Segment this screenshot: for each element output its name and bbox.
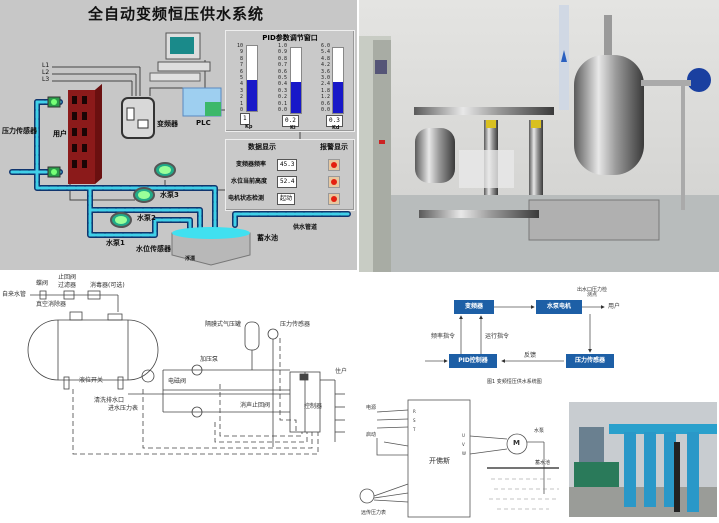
ki-slider[interactable] <box>290 47 302 114</box>
pid-controller-block: PID控制器 <box>449 354 497 368</box>
pump2-label: 水泵2 <box>137 214 156 222</box>
pump-motor-block: 水泵电机 <box>536 300 582 314</box>
kp-value[interactable]: 1 <box>240 113 250 125</box>
float-label: 浮漂 <box>185 256 196 262</box>
water-level-label: 水位当前高度 <box>231 178 268 185</box>
user-label: 用户 <box>608 303 621 310</box>
drain-label: 清洗排水口 <box>94 397 125 404</box>
control-diagrams: 变频器 水泵电机 压力传感器 PID控制器 用户 出水口压力检测点 频率指令 运… <box>359 274 719 523</box>
pump-room-photo <box>569 402 717 517</box>
gauge-fill <box>291 81 301 113</box>
scada-panel: 全自动变频恒压供水系统 <box>0 0 357 270</box>
motor-label: M <box>513 439 520 447</box>
household-label: 住户 <box>335 368 348 375</box>
valve-icon <box>47 96 61 108</box>
user-label: 用户 <box>53 130 67 138</box>
line-label: L1 <box>42 62 50 69</box>
booster-pump-label: 加压泵 <box>200 356 219 363</box>
feedback-label: 反馈 <box>524 352 537 359</box>
inverter-block: 变频器 <box>454 300 494 314</box>
data-display-panel: 数据显示 报警显示 变频器频率 45.3 水位当前高度 52.4 电机状态检测 … <box>225 139 355 211</box>
pump3-label: 水泵3 <box>160 191 179 199</box>
line-label: L2 <box>42 69 50 76</box>
alarm-indicator-icon <box>328 159 340 171</box>
frequency-command-label: 频率指令 <box>431 333 456 340</box>
inverter-frequency-label: 变频器频率 <box>236 161 267 168</box>
valve-icon <box>47 166 61 178</box>
gauge-fill <box>247 79 257 111</box>
level-switch-label: 液位开关 <box>79 377 104 384</box>
ki-label: Ki <box>290 125 296 131</box>
reservoir-icon <box>171 227 251 266</box>
start-label: 启动 <box>366 432 377 438</box>
scada-drawing <box>9 32 351 266</box>
pressure-sensor-label: 压力传感器 <box>2 127 37 135</box>
remote-gauge-label: 远传压力表 <box>361 510 387 516</box>
controller-label: 控制器 <box>304 403 323 410</box>
filter-label: 过滤器 <box>58 282 77 289</box>
check-valve-label: 止回阀 <box>58 274 77 281</box>
alarm-indicator-icon <box>328 193 340 205</box>
inverter-frequency-value: 45.3 <box>277 159 298 171</box>
schematic-drawing <box>27 290 345 455</box>
pressure-sensor-block: 压力传感器 <box>566 354 614 368</box>
kp-slider[interactable] <box>246 45 258 112</box>
pool-label: 蓄水池 <box>535 460 551 466</box>
run-command-label: 运行指令 <box>485 333 510 340</box>
equipment-photo <box>359 0 719 272</box>
plc-label: PLC <box>196 119 211 127</box>
building-icon <box>68 84 102 184</box>
data-display-title: 数据显示 <box>248 143 276 151</box>
pump-icon <box>154 162 176 178</box>
kd-label: Kd <box>332 125 340 131</box>
reservoir-label: 蓄水池 <box>257 234 278 242</box>
kd-slider[interactable] <box>332 47 344 114</box>
pump-icon <box>133 187 155 203</box>
power-label: 电源 <box>366 405 377 411</box>
plc-icon <box>182 87 222 117</box>
computer-icon <box>149 32 211 82</box>
diaphragm-tank-label: 隔膜式气压罐 <box>205 321 242 328</box>
motor-status-label: 电机状态检测 <box>228 195 265 202</box>
silent-check-valve-label: 消声止回阀 <box>240 402 271 409</box>
vacuum-eliminator-label: 真空消除器 <box>36 301 67 308</box>
supply-pipe-label: 供水管道 <box>293 224 318 231</box>
solenoid-valve-label: 电磁阀 <box>168 378 187 385</box>
inverter-icon <box>121 97 155 139</box>
sterilizer-label: 消毒器(可选) <box>90 282 125 289</box>
pump1-label: 水泵1 <box>106 239 125 247</box>
water-level-value: 52.4 <box>277 176 298 188</box>
tap-water-label: 自来水管 <box>2 291 27 298</box>
kd-value[interactable]: 0.3 <box>326 115 343 127</box>
ki-value[interactable]: 0.2 <box>282 115 299 127</box>
pump-station-photo <box>359 0 719 272</box>
level-sensor-label: 水位传感器 <box>136 245 171 253</box>
system-title: 全自动变频恒压供水系统 <box>88 5 265 23</box>
pump-label: 水泵 <box>534 428 545 434</box>
inverter-label: 变频器 <box>157 120 178 128</box>
inverter-label: 开佛斯 <box>421 457 458 466</box>
pid-title: PID参数调节窗口 <box>262 34 318 42</box>
pump-icon <box>110 212 132 228</box>
alarm-display-title: 报警显示 <box>320 143 348 151</box>
figure-caption: 图1 变频恒压供水系统图 <box>487 379 542 385</box>
inlet-pressure-label: 进水压力表 <box>108 405 139 412</box>
gauge-fill <box>333 81 343 113</box>
gate-valve-label: 蝶阀 <box>36 280 49 287</box>
outlet-pressure-point-label: 出水口压力检测点 <box>577 287 608 298</box>
piping-schematic: 自来水管 蝶阀 止回阀 过滤器 消毒器(可选) 真空消除器 液位开关 清洗排水口… <box>0 272 357 523</box>
motor-status-value: 起动 <box>277 193 296 205</box>
pressure-sensor-label: 压力传感器 <box>280 321 311 328</box>
kp-label: Kp <box>245 124 253 130</box>
alarm-indicator-icon <box>328 176 340 188</box>
flow-arrows <box>359 305 605 518</box>
line-label: L3 <box>42 76 50 83</box>
